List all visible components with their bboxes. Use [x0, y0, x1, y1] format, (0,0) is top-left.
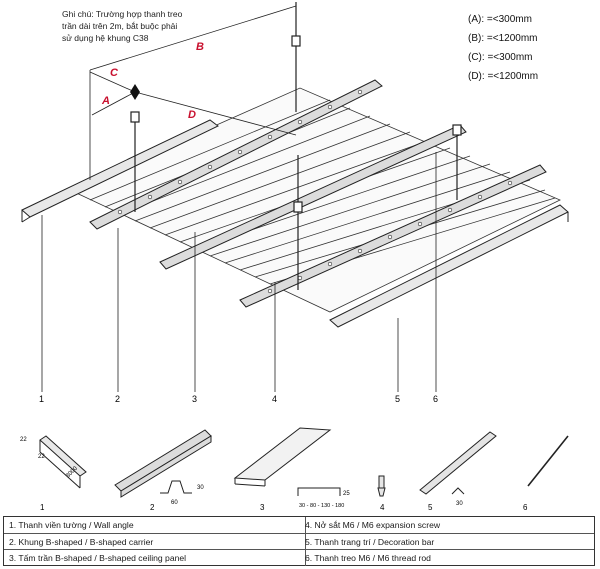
part-expansion-screw	[377, 475, 386, 497]
note-line: trần dài trên 2m, bắt buộc phải	[62, 21, 178, 31]
part-ceiling-panel	[233, 427, 332, 487]
dim-value: =<1200mm	[487, 71, 539, 82]
dim-value: =<1200mm	[486, 33, 538, 44]
legend-cell: 3. Tấm trần B-shaped / B-shaped ceiling …	[4, 550, 306, 566]
dimension-spec-c: (C): =<300mm	[468, 48, 538, 67]
dimension-spec-d: (D): =<1200mm	[468, 67, 538, 86]
part-dim-bar-w: 30	[456, 501, 463, 507]
callout-leaders	[41, 152, 437, 392]
b-shaped-carriers	[89, 79, 547, 308]
part-label-6: 6	[523, 503, 528, 512]
part-dim-wall-b: 22	[38, 454, 45, 460]
dimension-specs: (A): =<300mm (B): =<1200mm (C): =<300mm …	[468, 10, 538, 86]
carrier-holes	[117, 89, 513, 294]
callout-3: 3	[192, 394, 197, 404]
dim-value: =<300mm	[486, 14, 532, 25]
part-panel-section	[297, 487, 341, 496]
part-decoration-bar	[419, 431, 497, 495]
part-wall-angle	[39, 435, 87, 489]
dim-value: =<300mm	[487, 52, 533, 63]
legend-cell: 2. Khung B-shaped / B-shaped carrier	[4, 534, 306, 550]
note-line: sử dụng hệ khung C38	[62, 33, 149, 43]
wall-angle-left	[21, 119, 219, 223]
callout-1: 1	[39, 394, 44, 404]
part-label-5: 5	[428, 503, 433, 512]
part-bar-section	[451, 487, 465, 495]
callout-5: 5	[395, 394, 400, 404]
dimension-spec-a: (A): =<300mm	[468, 10, 538, 29]
legend-row: 1. Thanh viền tường / Wall angle 4. Nở s…	[4, 517, 594, 533]
dimension-spec-b: (B): =<1200mm	[468, 29, 538, 48]
callout-4: 4	[272, 394, 277, 404]
dim-letter-d: D	[188, 109, 196, 121]
note-line: Ghi chú: Trường hợp thanh treo	[62, 9, 183, 19]
dim-letter-b: B	[196, 41, 204, 53]
part-label-1: 1	[40, 503, 45, 512]
part-dim-wall-a: 22	[20, 437, 27, 443]
legend-row: 3. Tấm trần B-shaped / B-shaped ceiling …	[4, 549, 594, 566]
part-dim-panel-widths: 30 - 80 - 130 - 180	[299, 503, 344, 509]
thread-rods	[130, 2, 462, 290]
part-carrier-section	[160, 480, 192, 494]
callout-6: 6	[433, 394, 438, 404]
parts-legend-table: 1. Thanh viền tường / Wall angle 4. Nở s…	[3, 516, 595, 566]
dimension-lines	[89, 5, 297, 180]
legend-cell: 1. Thanh viền tường / Wall angle	[4, 517, 306, 533]
legend-cell: 6. Thanh treo M6 / M6 thread rod	[305, 553, 431, 563]
legend-cell: 5. Thanh trang trí / Decoration bar	[305, 537, 435, 547]
legend-cell: 4. Nở sắt M6 / M6 expansion screw	[305, 520, 441, 530]
part-label-2: 2	[150, 503, 155, 512]
dim-key: (C):	[468, 52, 485, 63]
part-label-3: 3	[260, 503, 265, 512]
dim-key: (D):	[468, 71, 485, 82]
part-b-carrier	[114, 429, 212, 498]
part-thread-rod	[527, 435, 569, 487]
part-dim-carrier-w: 60	[171, 500, 178, 506]
dim-letter-c: C	[110, 67, 119, 79]
part-dim-carrier-h: 30	[197, 485, 204, 491]
dimension-node	[130, 84, 140, 100]
callout-2: 2	[115, 394, 120, 404]
legend-row: 2. Khung B-shaped / B-shaped carrier 5. …	[4, 533, 594, 550]
part-dim-panel-h: 25	[343, 491, 350, 497]
part-label-4: 4	[380, 503, 385, 512]
dim-key: (A):	[468, 14, 485, 25]
wall-angle-right	[329, 204, 569, 328]
dim-letter-a: A	[101, 95, 110, 107]
installation-note: Ghi chú: Trường hợp thanh treo trần dài …	[62, 8, 182, 44]
dim-key: (B):	[468, 33, 485, 44]
